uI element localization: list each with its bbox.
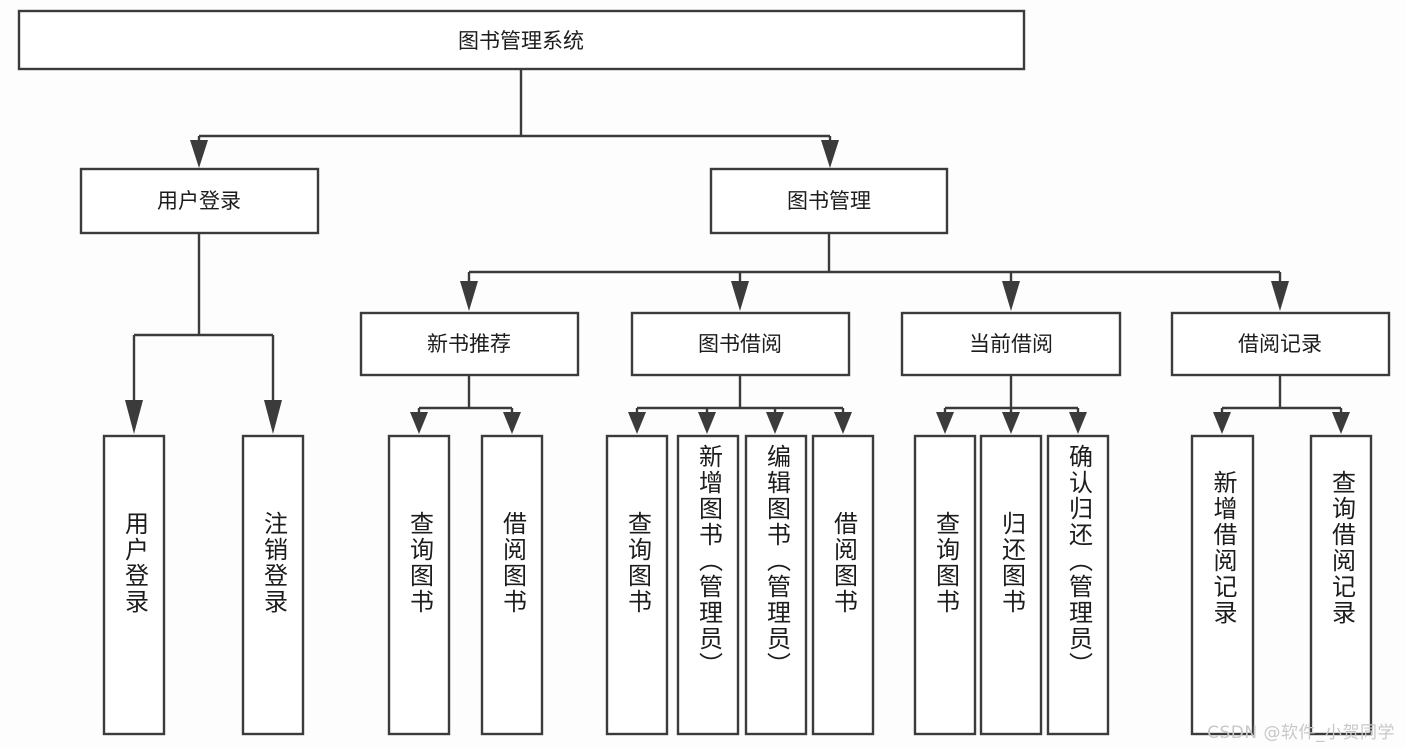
- new-book-rec-box[interactable]: [359, 311, 580, 377]
- arrowhead-borrow-record: [1271, 281, 1289, 311]
- current-borrow-box[interactable]: [900, 311, 1122, 377]
- node-borrow-record[interactable]: 借阅记录: [1170, 311, 1391, 377]
- book-borrow-label: 图书借阅: [698, 332, 782, 356]
- arrowhead-book-manage: [821, 140, 839, 168]
- arrowhead-leaf-query-book-bb: [628, 412, 646, 434]
- arrowhead-leaf-confirm-return: [1069, 412, 1087, 434]
- arrowhead-book-borrow: [731, 281, 749, 311]
- leaf-box-add-record[interactable]: [1190, 434, 1255, 736]
- user-login-label: 用户登录: [157, 189, 241, 213]
- csdn-watermark: CSDN @软件_小贺同学: [1207, 723, 1395, 743]
- root-box[interactable]: [17, 9, 1026, 71]
- arrowhead-leaf-return-book: [1002, 412, 1020, 434]
- node-root[interactable]: 图书管理系统: [17, 9, 1026, 71]
- arrowhead-leaf-borrow-book-bb: [834, 412, 852, 434]
- arrowhead-leaf-query-book-cb: [936, 412, 954, 434]
- arrowhead-leaf-borrow-book-rec: [503, 412, 521, 434]
- leaf-box-borrow-book-rec[interactable]: [480, 434, 544, 736]
- arrowhead-leaf-query-record: [1332, 412, 1350, 434]
- leaf-box-return-book[interactable]: [979, 434, 1043, 736]
- node-book-manage[interactable]: 图书管理: [709, 167, 949, 235]
- node-user-login[interactable]: 用户登录: [79, 167, 320, 235]
- current-borrow-label: 当前借阅: [969, 332, 1053, 356]
- arrowhead-new-book-rec: [460, 281, 478, 311]
- root-label: 图书管理系统: [458, 29, 584, 53]
- arrowhead-user-login: [190, 140, 208, 168]
- leaf-box-edit-book[interactable]: [744, 434, 808, 736]
- leaf-box-query-book-bb[interactable]: [605, 434, 669, 736]
- new-book-rec-label: 新书推荐: [427, 332, 511, 356]
- leaf-box-add-book[interactable]: [676, 434, 740, 736]
- leaf-box-user-logout[interactable]: [241, 434, 305, 736]
- arrowhead-leaf-user-logout: [264, 400, 282, 434]
- book-manage-box[interactable]: [709, 167, 949, 235]
- leaf-box-confirm-return[interactable]: [1046, 434, 1110, 736]
- arrowhead-leaf-user-login: [125, 400, 143, 434]
- arrowhead-leaf-add-book: [698, 412, 716, 434]
- node-book-borrow[interactable]: 图书借阅: [630, 311, 851, 377]
- leaf-box-borrow-book-bb[interactable]: [811, 434, 875, 736]
- leaf-box-user-login[interactable]: [102, 434, 166, 736]
- arrowhead-leaf-edit-book: [766, 412, 784, 434]
- borrow-record-box[interactable]: [1170, 311, 1391, 377]
- arrowhead-leaf-add-record: [1213, 412, 1231, 434]
- book-manage-label: 图书管理: [787, 189, 871, 213]
- node-new-book-rec[interactable]: 新书推荐: [359, 311, 580, 377]
- leaf-box-query-book-cb[interactable]: [913, 434, 977, 736]
- leaf-box-query-record[interactable]: [1309, 434, 1373, 736]
- leaf-box-query-book-rec[interactable]: [387, 434, 451, 736]
- arrowhead-leaf-query-book-rec: [410, 412, 428, 434]
- node-current-borrow[interactable]: 当前借阅: [900, 311, 1122, 377]
- borrow-record-label: 借阅记录: [1238, 332, 1322, 356]
- arrowhead-current-borrow: [1002, 281, 1020, 311]
- book-borrow-box[interactable]: [630, 311, 851, 377]
